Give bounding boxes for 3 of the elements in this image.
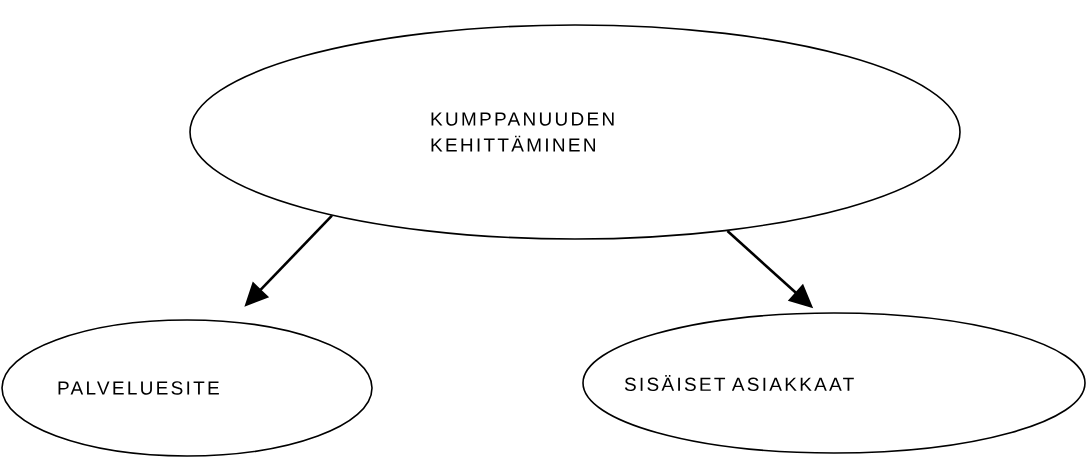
ellipse-node: PALVELUESITE — [1, 319, 373, 457]
ellipse-node: SISÄISET ASIAKKAAT — [582, 312, 1086, 454]
ellipse-node: KUMPPANUUDEN KEHITTÄMINEN — [189, 24, 961, 240]
